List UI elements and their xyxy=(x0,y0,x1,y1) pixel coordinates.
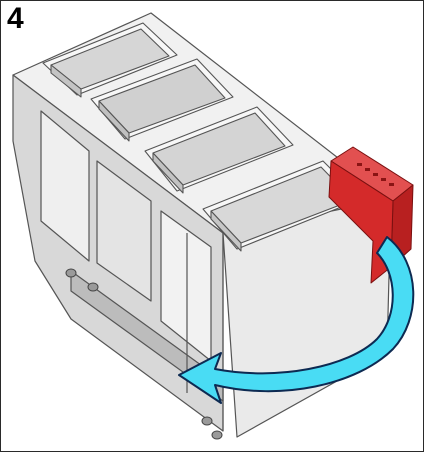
rotate-arrow-icon xyxy=(178,236,415,404)
step-number: 4 xyxy=(7,2,24,35)
caster-wheel xyxy=(201,416,213,426)
caster-wheel xyxy=(211,430,223,440)
cabinet-inner-partition xyxy=(96,160,152,302)
duct-opening xyxy=(90,58,234,142)
caster-wheels xyxy=(65,268,223,440)
duct-opening xyxy=(144,106,294,194)
electrical-box-connectors xyxy=(357,163,394,186)
cabinet-inner-partition xyxy=(40,110,90,262)
caster-wheel xyxy=(87,282,99,292)
duct-opening xyxy=(202,160,362,252)
duct-opening xyxy=(42,22,178,98)
duct-openings xyxy=(42,22,362,252)
caster-wheel xyxy=(65,268,77,278)
